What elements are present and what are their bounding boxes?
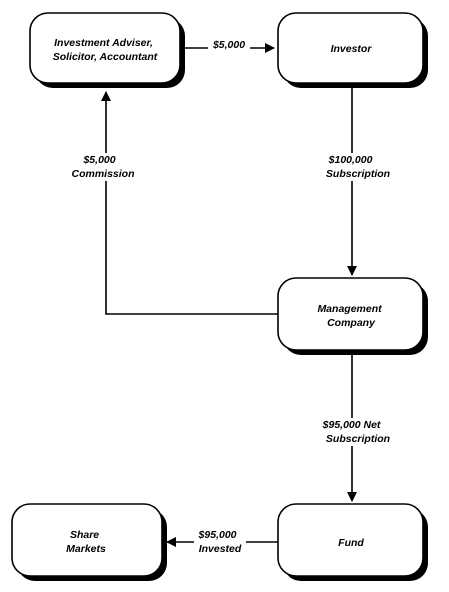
flow-label-adviser-to-investor: $5,000	[212, 39, 245, 51]
box-investor-label: Investor	[331, 43, 373, 55]
arrow-management-to-adviser	[101, 91, 278, 315]
box-adviser-label: Investment Adviser, Solicitor, Accountan…	[53, 37, 158, 63]
box-management-company: Management Company	[277, 277, 428, 355]
box-management-label: Management Company	[317, 303, 384, 329]
box-investor: Investor	[277, 12, 428, 88]
flow-label-management-to-adviser: $5,000 Commission	[71, 154, 134, 180]
flow-label-investor-to-management: $100,000 Subscription	[326, 154, 390, 180]
flow-label-management-to-fund: $95,000 Net Subscription	[322, 419, 390, 445]
box-share-markets: Share Markets	[11, 503, 167, 581]
flow-label-fund-to-markets: $95,000 Invested	[198, 529, 242, 555]
box-share-markets-label: Share Markets	[66, 529, 106, 555]
box-fund: Fund	[277, 503, 428, 581]
box-fund-label: Fund	[338, 537, 364, 549]
box-adviser: Investment Adviser, Solicitor, Accountan…	[29, 12, 185, 88]
